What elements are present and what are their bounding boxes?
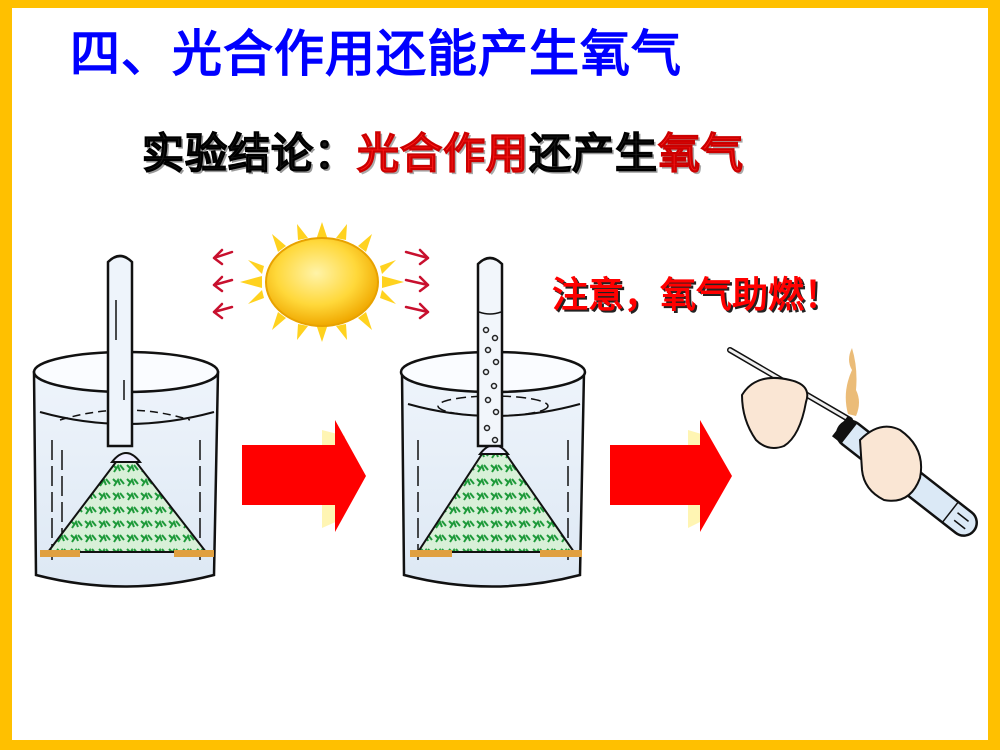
warning-text: 注意，氧气助燃！ — [552, 275, 841, 316]
left-hand — [740, 376, 809, 449]
gas-bubbles — [482, 326, 500, 444]
right-hand — [858, 425, 922, 502]
arrow-right-1 — [242, 420, 366, 532]
conclusion-produces: 还产生 — [529, 129, 659, 179]
beaker-1-illustration — [32, 254, 220, 588]
beaker-2-illustration — [399, 256, 587, 588]
glowing-splint-test — [727, 347, 978, 537]
flame-icon — [845, 348, 859, 416]
conclusion-oxygen: 氧气 — [658, 129, 745, 179]
conclusion-label: 实验结论： — [141, 129, 358, 179]
arrow-right-2 — [610, 420, 732, 532]
conclusion-line: 实验结论：光合作用还产生氧气 — [141, 124, 745, 184]
conclusion-photosynthesis: 光合作用 — [357, 129, 530, 179]
slide-title: 四、光合作用还能产生氧气 — [70, 25, 682, 83]
sun-icon — [212, 222, 430, 342]
